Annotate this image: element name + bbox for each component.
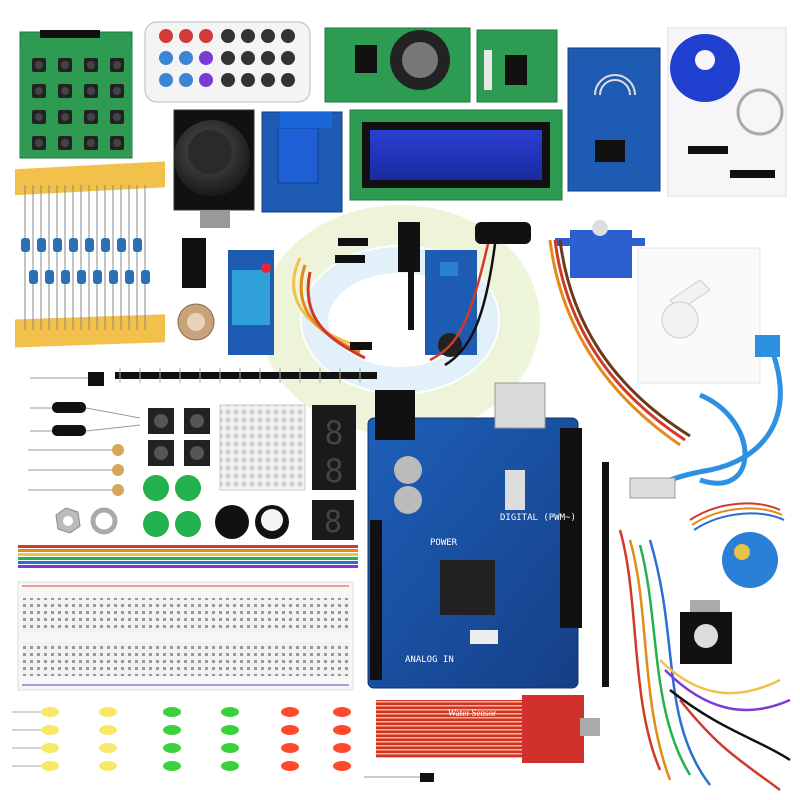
breadboard	[17, 581, 354, 691]
uno-label-power: POWER	[430, 538, 458, 548]
button-caps	[143, 475, 201, 537]
uno-label-digital: DIGITAL (PWM~)	[500, 513, 576, 523]
joystick-module	[173, 109, 255, 228]
arduino-uno-board: POWER ANALOG IN DIGITAL (PWM~)	[367, 382, 582, 689]
water-level-sensor: Water Sensor	[376, 695, 600, 763]
rtc-module	[324, 27, 471, 103]
servo-accessory-bag	[637, 247, 761, 384]
seven-seg-digit-1: 8	[324, 414, 343, 452]
uno-label-analog: ANALOG IN	[405, 655, 454, 665]
rfid-card-and-tag	[667, 27, 787, 197]
rgb-led-module	[680, 600, 732, 664]
keypad-module	[19, 30, 133, 159]
pin-header-vertical	[602, 462, 609, 687]
temp-sensor-probe	[364, 773, 434, 782]
lcd-1602-module	[349, 109, 563, 201]
potentiometer	[177, 303, 215, 341]
jumper-wires-loose	[292, 238, 372, 360]
nut-and-washer	[55, 507, 118, 535]
servo-motor	[548, 220, 691, 447]
push-buttons	[148, 408, 210, 466]
driver-module	[476, 29, 558, 103]
resistor-strip	[15, 161, 165, 348]
seven-segment-single: 8	[312, 500, 354, 540]
seven-seg-single-digit: 8	[324, 505, 342, 540]
led-matrix-8x8	[219, 404, 306, 491]
ir-remote	[144, 21, 311, 103]
dc-jack	[398, 222, 420, 330]
rfid-module	[567, 47, 661, 192]
battery-snap	[429, 222, 531, 367]
water-sensor-label: Water Sensor	[448, 708, 496, 718]
ic-chip	[182, 238, 206, 288]
ir-receiver	[30, 372, 104, 386]
leds-green	[163, 707, 239, 771]
tilt-switches	[30, 402, 141, 436]
usb-cable	[629, 335, 783, 499]
buzzers	[215, 505, 289, 539]
leds-red	[281, 707, 351, 771]
relay-module	[261, 111, 343, 213]
photoresistors	[28, 444, 124, 496]
ribbon-jumper-wires	[18, 545, 358, 568]
stepper-motor	[689, 502, 785, 588]
jumper-wire-bundle	[618, 529, 791, 792]
leds-yellow	[12, 707, 117, 771]
pin-header-long	[115, 368, 377, 383]
seven-seg-digit-2: 8	[324, 452, 343, 490]
dht11-sensor-module	[228, 250, 274, 355]
seven-segment-3digit: 8 8	[312, 405, 356, 490]
